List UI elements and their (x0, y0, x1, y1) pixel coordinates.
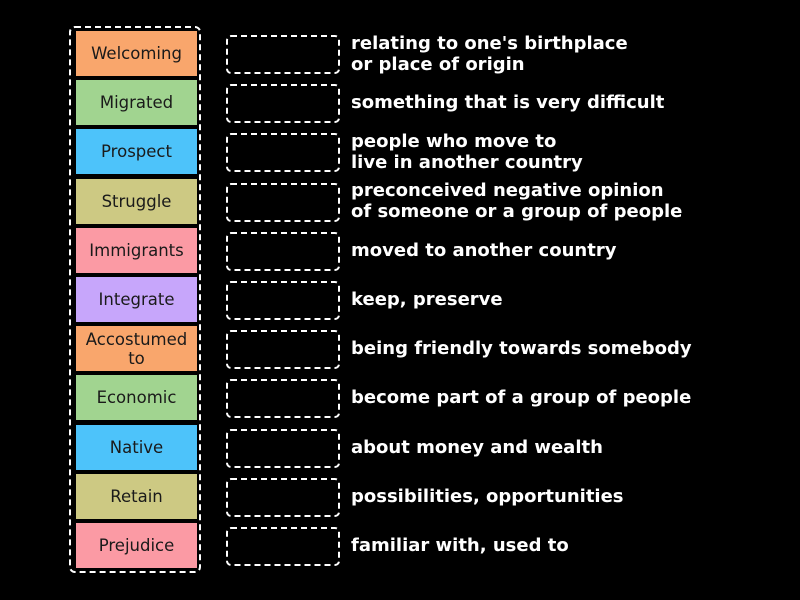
drop-slot[interactable] (226, 281, 340, 320)
drop-slot[interactable] (226, 428, 340, 468)
drop-slot[interactable] (226, 133, 340, 173)
definition-text: familiar with, used to (351, 535, 569, 556)
word-tile-label: Struggle (101, 191, 172, 211)
word-tile[interactable]: Prospect (76, 129, 197, 175)
definition-text: become part of a group of people (351, 387, 692, 409)
drop-slot[interactable] (226, 330, 340, 370)
word-tile-label: Accostumed to (85, 329, 188, 368)
word-tile-label: Economic (96, 388, 177, 408)
definition-text: people who move to live in another count… (351, 130, 583, 173)
word-tile[interactable]: Immigrants (76, 227, 197, 273)
definition-text: possibilities, opportunities (351, 485, 624, 507)
definition-text: about money and wealth (351, 436, 603, 458)
definition-text: keep, preserve (351, 289, 503, 310)
definition-text: something that is very difficult (351, 92, 665, 114)
drop-slot[interactable] (226, 84, 340, 124)
word-tile-label: Welcoming (91, 44, 182, 63)
word-tile-label: Integrate (98, 290, 175, 309)
drop-slot[interactable] (226, 35, 340, 74)
definition-text: being friendly towards somebody (351, 338, 692, 360)
word-tile[interactable]: Prejudice (76, 523, 197, 568)
drop-slot[interactable] (226, 527, 340, 566)
word-tile[interactable]: Struggle (76, 178, 197, 224)
definition-text: relating to one's birthplace or place of… (351, 32, 628, 75)
word-tile[interactable]: Accostumed to (76, 326, 197, 372)
word-tile-label: Immigrants (89, 240, 184, 260)
drop-slot[interactable] (226, 182, 340, 222)
drop-slot[interactable] (226, 231, 340, 271)
definition-text: preconceived negative opinion of someone… (351, 180, 683, 223)
word-tile[interactable]: Retain (76, 473, 197, 519)
word-tile-label: Retain (110, 486, 163, 506)
word-tile[interactable]: Welcoming (76, 31, 197, 76)
word-tile[interactable]: Integrate (76, 277, 197, 322)
word-tile-label: Migrated (99, 93, 174, 113)
word-tile-label: Prejudice (98, 536, 175, 555)
word-tile[interactable]: Economic (76, 375, 197, 421)
word-tile-label: Native (109, 437, 164, 457)
word-tile-label: Prospect (101, 142, 172, 162)
word-bank (69, 26, 201, 573)
definition-text: moved to another country (351, 239, 617, 261)
word-tile[interactable]: Native (76, 424, 197, 470)
drop-slot[interactable] (226, 477, 340, 517)
drop-slot[interactable] (226, 379, 340, 419)
word-tile[interactable]: Migrated (76, 80, 197, 126)
